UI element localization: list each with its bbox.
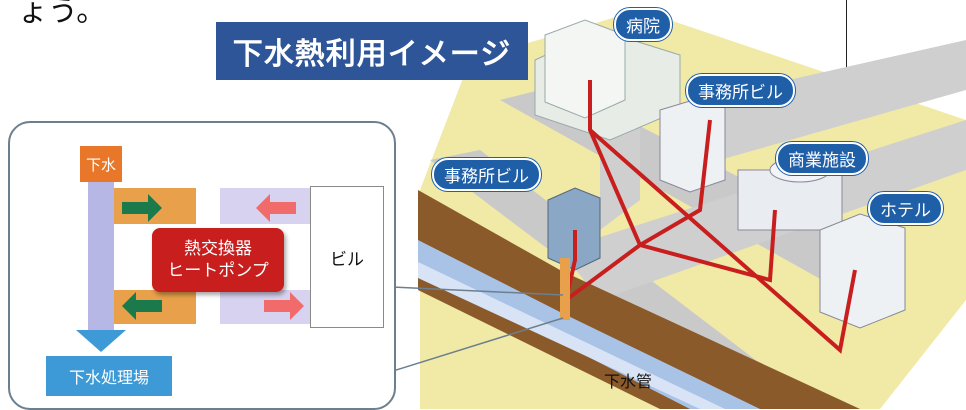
office-top-building: [659, 97, 726, 193]
label-hotel: ホテル: [868, 192, 943, 225]
label-commercial: 商業施設: [776, 142, 868, 175]
sewage-box: 下水: [80, 146, 122, 182]
heat-pump-label: ヒートポンプ: [167, 261, 269, 281]
diagram-title: 下水熱利用イメージ: [216, 22, 528, 80]
heat-exchanger-label: 熱交換器: [184, 239, 252, 259]
inset-graphics: [76, 180, 310, 352]
label-office-top: 事務所ビル: [686, 74, 795, 107]
heat-exchanger-box: 熱交換器 ヒートポンプ: [152, 228, 284, 292]
green-arrow-right-icon: [122, 194, 162, 222]
callout-connector-top: [391, 286, 564, 296]
treatment-plant-box: 下水処理場: [46, 356, 172, 396]
heat-line-hotel: [588, 128, 857, 354]
down-arrow-icon: [76, 330, 126, 352]
hospital-tower: [544, 19, 626, 119]
pink-arrow-right-icon: [264, 292, 304, 320]
intro-text: ょう。: [18, 0, 107, 29]
sewer-riser: [560, 258, 570, 320]
sewage-flow-bar: [88, 180, 114, 340]
heat-line-commercial: [639, 209, 777, 283]
office-left-building: [547, 187, 601, 271]
road-cross-1: [700, 40, 966, 160]
label-office-left: 事務所ビル: [432, 158, 541, 191]
heat-line-office-top: [564, 119, 712, 302]
label-sewer-pipe: 下水管: [604, 372, 653, 391]
label-hospital: 病院: [614, 8, 672, 41]
hotel-building: [819, 213, 906, 329]
building-box: ビル: [310, 186, 384, 328]
green-arrow-left-icon: [122, 292, 162, 320]
pink-arrow-left-icon: [256, 194, 296, 222]
